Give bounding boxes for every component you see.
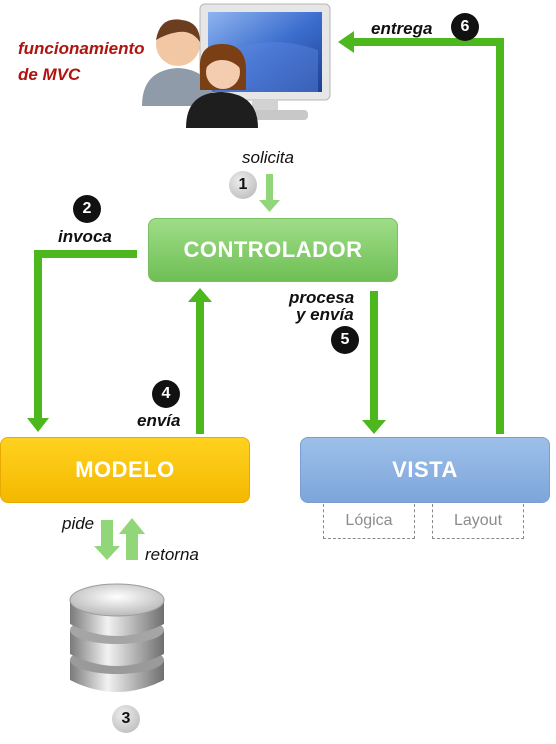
step-badge-1: 1 — [229, 171, 257, 199]
database-icon — [69, 583, 165, 692]
step-badge-5: 5 — [331, 326, 359, 354]
vista-logica: Lógica — [323, 504, 415, 539]
modelo-box: MODELO — [0, 437, 250, 503]
arrow-envia — [188, 288, 212, 434]
arrow-invoca — [27, 250, 137, 432]
step-badge-4: 4 — [152, 380, 180, 408]
label-envia: envía — [137, 411, 181, 430]
step-badge-6: 6 — [451, 13, 479, 41]
label-procesa: procesa — [289, 288, 355, 307]
users-icon — [142, 19, 258, 128]
label-pide: pide — [62, 514, 95, 533]
diagram-title: funcionamiento de MVC — [18, 39, 145, 84]
vista-layout: Layout — [432, 504, 524, 539]
arrow-retorna — [119, 518, 145, 560]
step-badge-3: 3 — [112, 705, 140, 733]
arrow-entrega — [338, 31, 504, 434]
label-invoca: invoca — [58, 227, 112, 246]
arrow-procesa — [362, 291, 386, 434]
label-solicita: solicita — [242, 148, 294, 167]
vista-box: VISTA — [300, 437, 550, 503]
label-y-envia: y envía — [296, 305, 354, 324]
controlador-box: CONTROLADOR — [148, 218, 398, 282]
arrow-solicita — [259, 174, 280, 212]
label-entrega: entrega — [371, 19, 433, 38]
step-badge-2: 2 — [73, 195, 101, 223]
arrow-pide — [94, 520, 120, 560]
label-retorna: retorna — [145, 545, 199, 564]
